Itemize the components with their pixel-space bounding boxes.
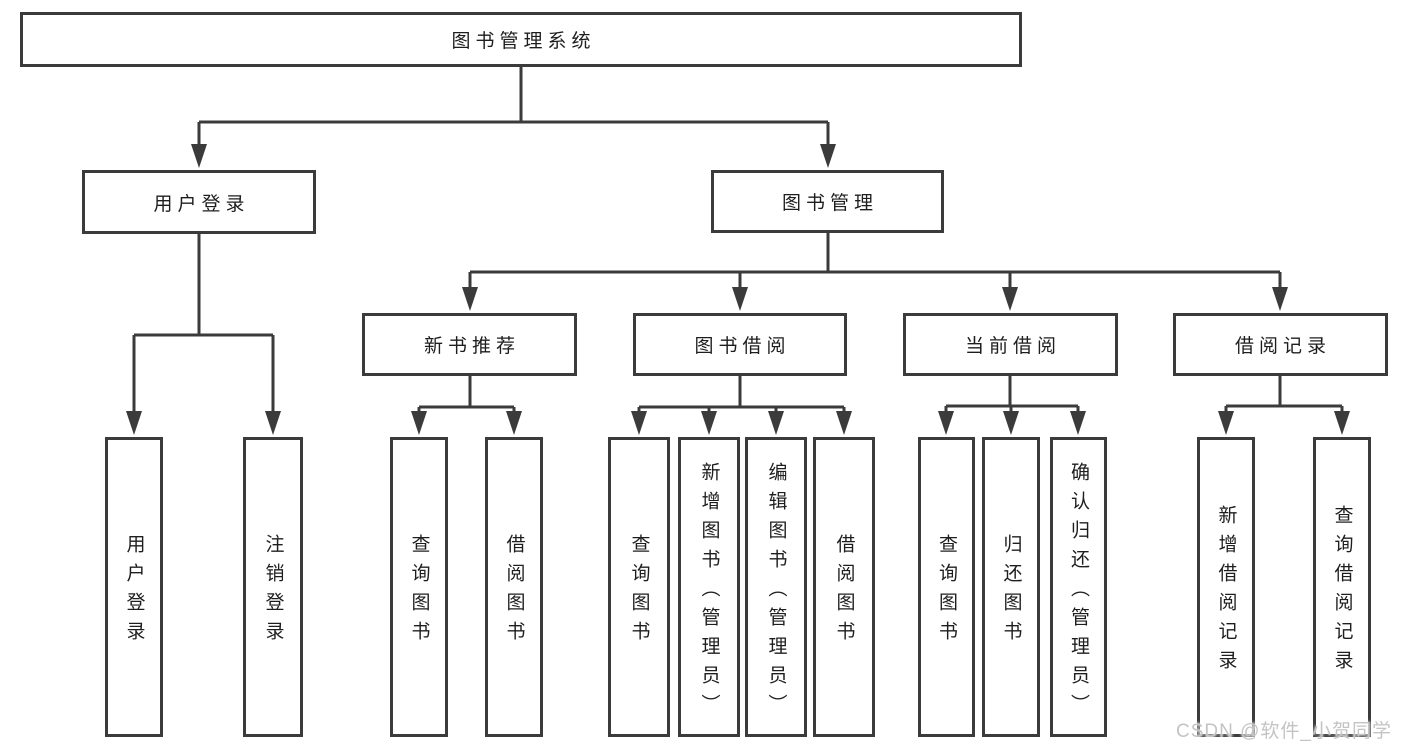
arrowhead	[1218, 411, 1234, 435]
arrowhead	[191, 144, 207, 168]
arrowhead	[411, 411, 427, 435]
node-label: 图书借阅	[694, 336, 791, 357]
leaf-label: 确认归还（管理员）	[1068, 461, 1089, 723]
node-label: 图书管理	[781, 193, 878, 214]
leaf-label: 查询图书	[628, 534, 650, 650]
node-book-borrowing: 图书借阅	[633, 313, 847, 376]
leaf-query-books-recommend: 查询图书	[390, 437, 448, 737]
leaf-query-books-current: 查询图书	[918, 437, 975, 737]
leaf-borrow-books-recommend: 借阅图书	[485, 437, 543, 737]
arrowhead	[1070, 411, 1086, 435]
node-label: 当前借阅	[964, 336, 1061, 357]
node-user-login: 用户登录	[82, 170, 316, 234]
leaf-label: 用户登录	[123, 534, 145, 650]
node-new-book-recommend: 新书推荐	[362, 313, 577, 376]
arrowhead	[1003, 411, 1019, 435]
arrowhead	[126, 411, 142, 435]
leaf-borrow-books-borrowing: 借阅图书	[813, 437, 875, 737]
leaf-query-borrow-record: 查询借阅记录	[1313, 437, 1371, 737]
connector-records-to-leaves	[1224, 375, 1344, 413]
arrowhead	[732, 287, 748, 311]
arrowhead	[1002, 287, 1018, 311]
node-book-management: 图书管理	[711, 170, 944, 233]
connector-root-to-level2	[197, 67, 830, 146]
node-label: 图书管理系统	[451, 31, 596, 52]
arrowhead	[462, 287, 478, 311]
connector-newbook-to-leaves	[417, 375, 516, 413]
node-borrowing-records: 借阅记录	[1173, 313, 1388, 376]
arrowhead	[701, 411, 717, 435]
arrowhead	[506, 411, 522, 435]
leaf-add-book-admin: 新增图书（管理员）	[678, 437, 740, 737]
node-label: 新书推荐	[423, 336, 520, 357]
leaf-logout: 注销登录	[243, 437, 303, 737]
leaf-label: 借阅图书	[833, 534, 855, 650]
leaf-return-book: 归还图书	[982, 437, 1040, 737]
leaf-label: 新增借阅记录	[1215, 505, 1237, 679]
arrowhead	[836, 411, 852, 435]
leaf-label: 编辑图书（管理员）	[765, 461, 787, 723]
leaf-label: 查询图书	[936, 534, 957, 650]
leaf-query-books-borrowing: 查询图书	[608, 437, 670, 737]
arrowhead	[1272, 287, 1288, 311]
arrowhead	[1334, 411, 1350, 435]
arrowhead	[631, 411, 647, 435]
node-current-borrowing: 当前借阅	[903, 313, 1118, 376]
leaf-label: 查询借阅记录	[1331, 505, 1353, 679]
leaf-confirm-return-admin: 确认归还（管理员）	[1050, 437, 1107, 737]
node-label: 借阅记录	[1234, 336, 1331, 357]
leaf-label: 借阅图书	[503, 534, 525, 650]
connector-currentborrow-to-leaves	[944, 375, 1080, 413]
connector-bookborrow-to-leaves	[637, 375, 846, 413]
leaf-label: 归还图书	[1000, 534, 1022, 650]
leaf-user-login: 用户登录	[105, 437, 163, 737]
node-label: 用户登录	[153, 193, 250, 215]
leaf-label: 新增图书（管理员）	[698, 461, 720, 723]
arrowhead	[265, 411, 281, 435]
csdn-watermark: CSDN @软件_小贺同学	[1176, 721, 1392, 742]
leaf-label: 查询图书	[408, 534, 430, 650]
leaf-label: 注销登录	[262, 534, 284, 650]
leaf-edit-book-admin: 编辑图书（管理员）	[745, 437, 807, 737]
node-library-management-system: 图书管理系统	[20, 12, 1022, 67]
arrowhead	[938, 411, 954, 435]
connector-login-to-leaves	[132, 233, 275, 413]
connector-management-to-level3	[468, 233, 1282, 289]
leaf-add-borrow-record: 新增借阅记录	[1197, 437, 1255, 737]
arrowhead	[768, 411, 784, 435]
arrowhead	[820, 144, 836, 168]
